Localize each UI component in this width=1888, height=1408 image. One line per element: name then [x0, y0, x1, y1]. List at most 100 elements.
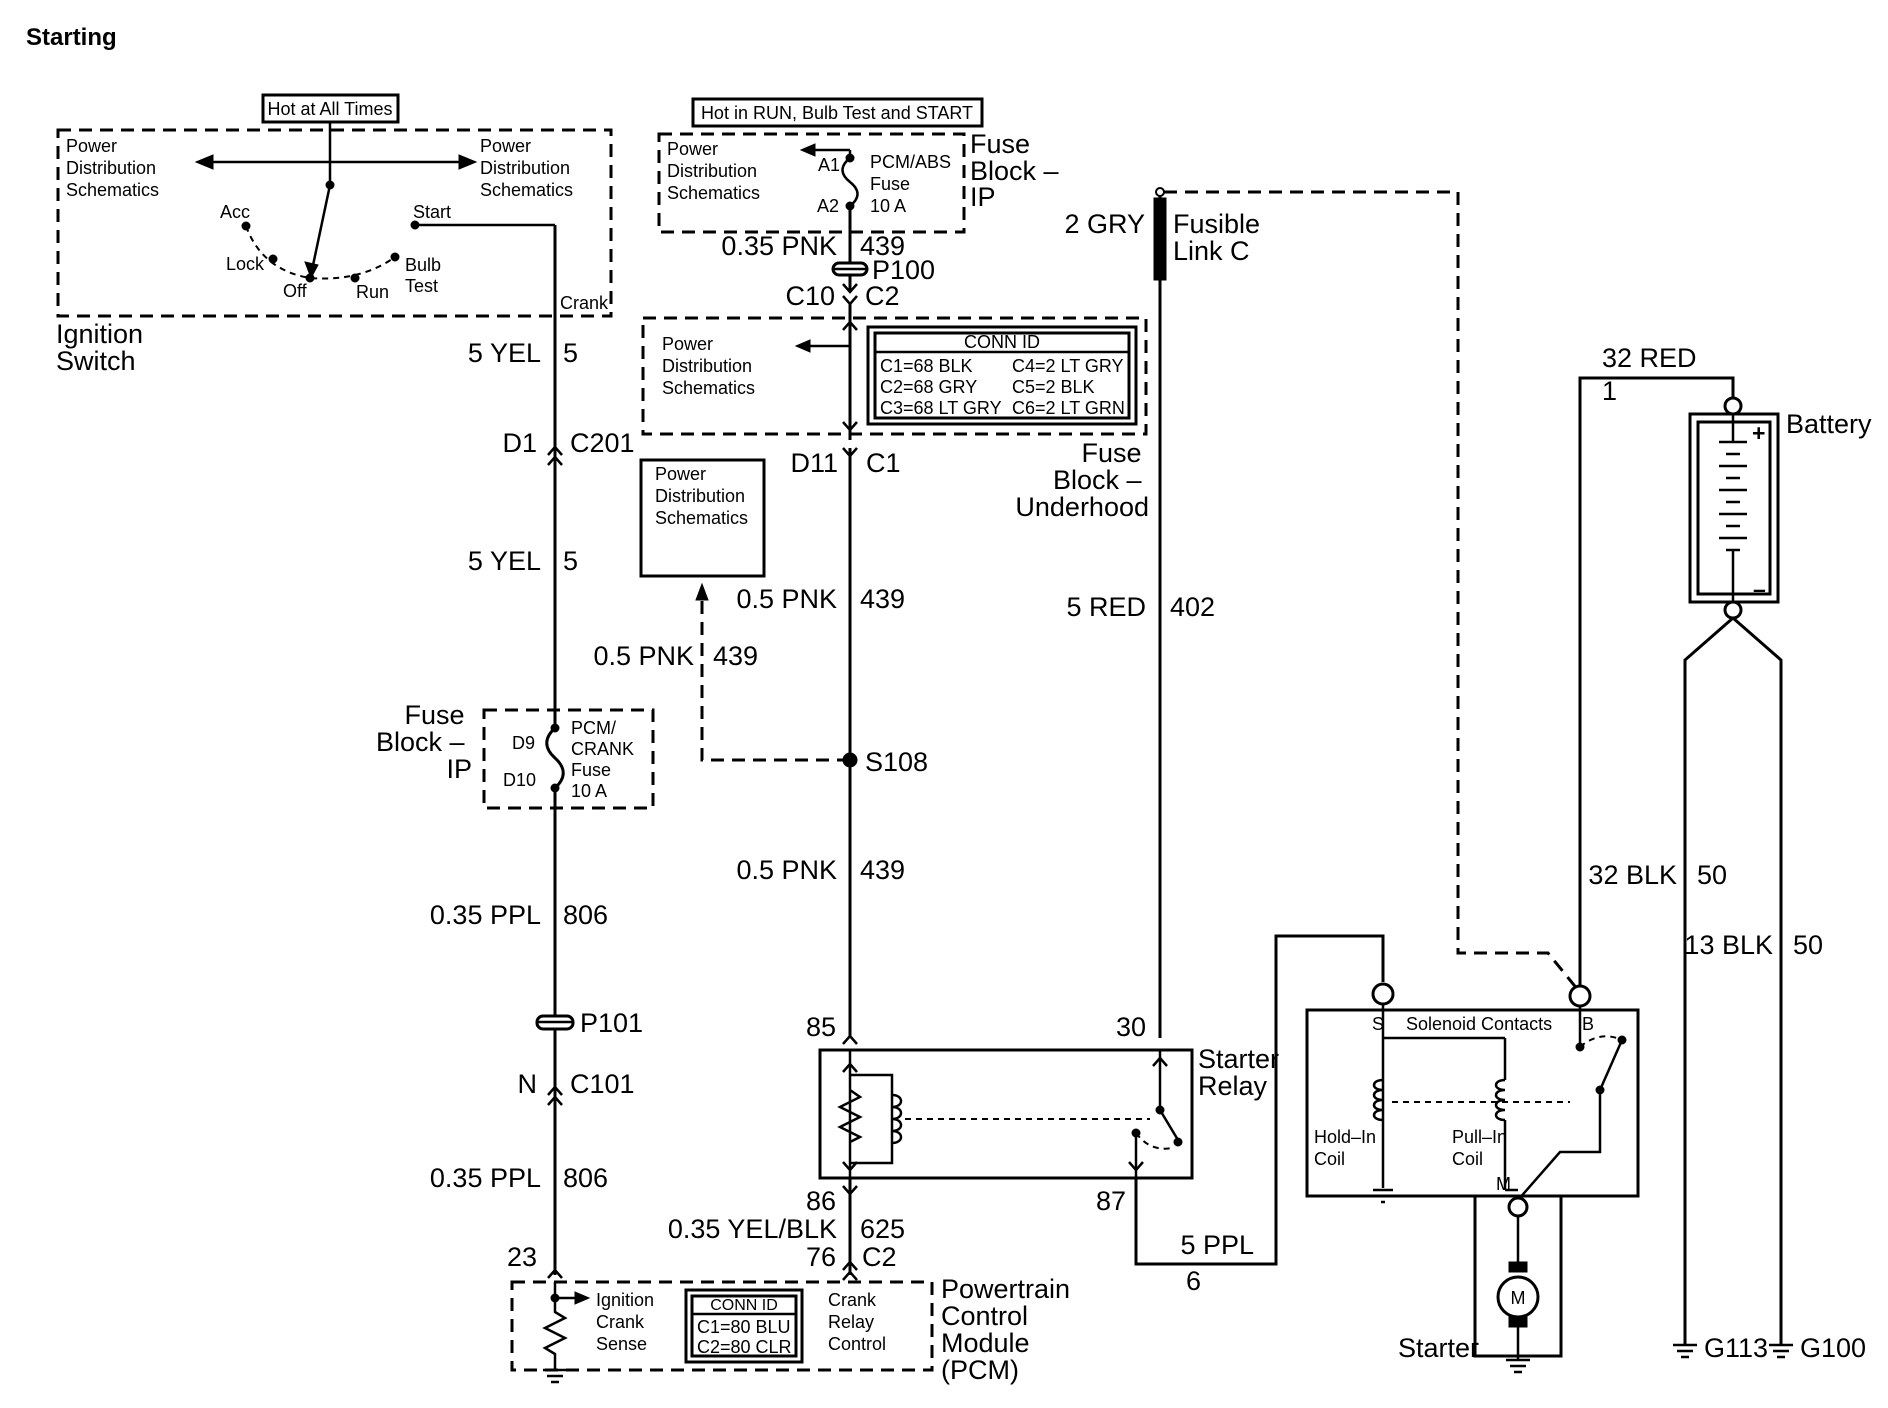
hot-in-run-box — [691, 97, 984, 128]
starter-relay-box — [818, 1048, 1194, 1180]
pcm-abs-fuse-label: PCM/ABS Fuse 10 A — [870, 152, 956, 216]
fusible-link-circuit-402: 2 GRY Fusible Link C 5 RED 402 — [1064, 187, 1580, 1038]
underhood-conn-c2: C2=68 GRY — [880, 377, 977, 397]
ground-g100: G100 — [1800, 1333, 1866, 1363]
starter-relay: Starter Relay 86 30 87 — [806, 1012, 1287, 1216]
fuse-block-ip-lower-box — [482, 708, 655, 810]
starter-solenoid-feed: 5 PPL 6 — [1134, 934, 1385, 1296]
wire-5yel-circuit-2: 5 — [563, 546, 578, 576]
conn-s108: S108 — [865, 747, 928, 777]
pd-branch-arrow — [695, 582, 709, 601]
battery-negative-terminal — [1723, 600, 1743, 620]
conn-c2-pcm: C2 — [862, 1242, 897, 1272]
fuse-block-underhood-box — [641, 316, 1148, 436]
pcm-pin-23: 23 — [507, 1242, 537, 1272]
solenoid-b: B — [1582, 1014, 1594, 1034]
wire-pnk-circuit-1: 439 — [860, 584, 905, 614]
wire-red32-circuit: 1 — [1602, 376, 1617, 406]
conn-c2-top: C2 — [865, 281, 900, 311]
wire-red32-size: 32 RED — [1602, 343, 1697, 373]
pcm-ign-crank-sense: Ignition Crank Sense — [596, 1290, 659, 1354]
wire-ppl5-circuit: 6 — [1186, 1266, 1201, 1296]
fuse-block-ip-top-box — [657, 132, 966, 234]
underhood-pd-ref: Power Distribution Schematics — [662, 334, 757, 398]
wire-red-circuit: 402 — [1170, 592, 1215, 622]
pcm-conn-id-outer — [684, 1288, 804, 1364]
solenoid-m: M — [1496, 1174, 1511, 1194]
wire-ppl-size-1: 0.35 PPL — [430, 900, 541, 930]
wire-pnk-top-circuit: 439 — [860, 231, 905, 261]
starter-solenoid: S B Solenoid Contacts Hold–In Coil Pull–… — [1305, 982, 1640, 1204]
relay-coil — [891, 1093, 903, 1145]
wire-pnk-branch-circuit: 439 — [713, 641, 758, 671]
fuse-d9: D9 — [512, 733, 535, 753]
pcm-label: Powertrain Control Module (PCM) — [941, 1274, 1078, 1385]
pd-box-label: Power Distribution Schematics — [655, 464, 750, 528]
hold-in-coil — [1372, 1078, 1384, 1122]
conn-c101: C101 — [570, 1069, 635, 1099]
pcm: Ignition Crank Sense CONN ID C1=80 BLU C… — [510, 1274, 1078, 1385]
conn-n: N — [518, 1069, 538, 1099]
solenoid-terminal-b — [1568, 984, 1592, 1008]
battery-minus: – — [1753, 576, 1766, 602]
ground-holdin — [1373, 1188, 1393, 1204]
s108-branch-dashed — [700, 596, 850, 762]
battery-label: Battery — [1786, 409, 1872, 439]
pcm-conn-id-title: CONN ID — [710, 1297, 778, 1314]
pcm-ign-arrow — [574, 1291, 591, 1305]
underhood-conn-c5: C5=2 BLK — [1012, 377, 1095, 397]
fuse-d10: D10 — [503, 770, 536, 790]
ground-g113: G113 — [1704, 1333, 1768, 1363]
fuse-block-ip-top: Hot in RUN, Bulb Test and START Power Di… — [657, 97, 1066, 234]
fuse-block-underhood-label: Fuse Block – Underhood — [1015, 438, 1149, 522]
hot-at-all-times-label: Hot at All Times — [267, 99, 392, 119]
ign-pos-off: Off — [283, 281, 308, 301]
conn-c1: C1 — [866, 448, 901, 478]
hold-in-coil-label: Hold–In Coil — [1314, 1127, 1381, 1169]
conn-p100: P100 — [872, 255, 935, 285]
wire-blk13-circuit: 50 — [1793, 930, 1823, 960]
conn-c201: C201 — [570, 428, 635, 458]
ground-g100-symbol — [1769, 1343, 1793, 1359]
solenoid-box — [1305, 1008, 1640, 1198]
underhood-conn-c3: C3=68 LT GRY — [880, 398, 1002, 418]
fuse-ip-arrow-left — [799, 143, 816, 157]
pull-in-coil — [1494, 1078, 1506, 1122]
fuse-block-ip-top-label: Fuse Block – IP — [970, 129, 1066, 212]
solenoid-terminal-s — [1371, 982, 1395, 1006]
fuse-ip-pd-ref: Power Distribution Schematics — [667, 139, 762, 203]
pcm-crank-fuse-label: PCM/ CRANK Fuse 10 A — [571, 718, 639, 801]
pd-schematics-box — [639, 458, 766, 578]
pcm-ground-symbol — [543, 1368, 567, 1384]
wire-ppl5-size: 5 PPL — [1180, 1230, 1254, 1260]
ignition-switch: Hot at All Times Power Distribution Sche… — [56, 93, 613, 376]
fusible-link-wire: 2 GRY — [1064, 209, 1145, 239]
wire-pnk-branch-size: 0.5 PNK — [593, 641, 694, 671]
crank-relay-control-625: 0.35 YEL/BLK 625 76 C2 — [668, 1178, 905, 1281]
pcm-box — [510, 1280, 934, 1372]
wire-5yel-size-1: 5 YEL — [468, 338, 541, 368]
wire-yelblk-size: 0.35 YEL/BLK — [668, 1214, 837, 1244]
connector-c201-symbol — [547, 445, 563, 466]
ign-pos-start: Start — [413, 202, 451, 222]
pnk-circuit-439: 0.35 PNK 439 P100 C10 C2 Power Distribut… — [593, 206, 1149, 1045]
ign-arrow-right — [458, 154, 478, 170]
wire-blk13-size: 13 BLK — [1684, 930, 1773, 960]
pcm-abs-fuse-symbol — [841, 157, 859, 207]
ign-pos-run: Run — [356, 282, 389, 302]
battery-positive-terminal — [1723, 396, 1743, 416]
battery-plus: + — [1752, 420, 1765, 446]
relay-pin-30: 30 — [1116, 1012, 1146, 1042]
relay-pin-87: 87 — [1096, 1186, 1126, 1216]
starter-relay-label: Starter Relay — [1198, 1044, 1287, 1101]
connector-c101-symbol — [547, 1085, 563, 1106]
conn-d11: D11 — [790, 448, 838, 478]
underhood-arrow-left — [794, 339, 811, 353]
ign-pos-acc: Acc — [220, 202, 250, 222]
underhood-conn-id-outer — [866, 325, 1138, 426]
underhood-conn-id-inner — [873, 331, 1131, 420]
solenoid-contacts-label: Solenoid Contacts — [1406, 1014, 1552, 1034]
ignition-switch-label: Ignition Switch — [56, 319, 151, 376]
ign-arrow-left — [194, 154, 214, 170]
